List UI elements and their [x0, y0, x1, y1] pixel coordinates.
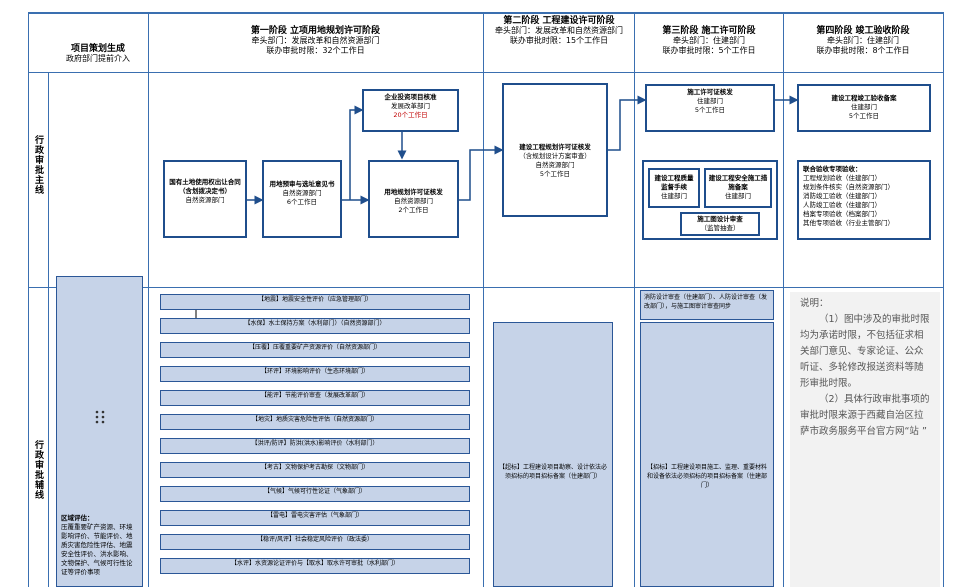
evaluation-bar[interactable]: 【气候】气候可行性论证（气象部门）	[160, 486, 470, 502]
land-planning-days: 2个工作日	[398, 206, 429, 214]
eng-planning-dept: 自然资源部门	[535, 161, 575, 169]
construction-permit-box[interactable]: 施工许可证核发 住建部门 5个工作日	[645, 84, 775, 132]
enterprise-approval-box[interactable]: 企业投资项目核准 发展改革部门 20个工作日	[362, 89, 459, 132]
planning-sub: 政府部门提前介入	[66, 54, 130, 63]
stage3-aux-top[interactable]: 消防设计审查（住建部门）、人防设计审查（发改部门），与施工图审计审查同步	[640, 290, 774, 320]
joint-item: 档案专项验收（档案部门）	[803, 210, 881, 218]
stage3-aux-top-text: 消防设计审查（住建部门）、人防设计审查（发改部门），与施工图审计审查同步	[644, 294, 768, 310]
site-opinion-days: 6个工作日	[286, 198, 318, 206]
region-evaluation-card[interactable]: 区域评估： 压覆重要矿产资源、环境影响评价、节能评价、地质灾害危险性评估、地震安…	[56, 276, 143, 587]
joint-item: 规划条件核实（自然资源部门）	[803, 183, 894, 191]
completion-record-dept: 住建部门	[851, 103, 877, 111]
row-label-aux: 行政审批辅线	[33, 440, 43, 500]
stage2-header: 第二阶段 工程建设许可阶段 牵头部门：发展改革和自然资源部门 联办审批时限：15…	[487, 16, 631, 46]
safety-record-dept: 住建部门	[725, 192, 751, 200]
stage1-lead: 牵头部门：发展改革和自然资源部门	[251, 36, 380, 45]
construction-permit-dept: 住建部门	[697, 97, 723, 105]
evaluation-bar[interactable]: 【考古】文物保护考古勘探（文物部门）	[160, 462, 470, 478]
evaluation-bar[interactable]: 【压覆】压覆重要矿产资源评价（自然资源部门）	[160, 342, 470, 358]
safety-record-title: 建设工程安全施工措施备案	[708, 174, 768, 191]
completion-record-days: 5个工作日	[848, 112, 880, 120]
stage4-header: 第四阶段 竣工验收阶段 牵头部门：住建部门 联办审批时限：8个工作日	[785, 26, 941, 56]
joint-acceptance-box[interactable]: 联合验收专项验收： 工程规划验收（住建部门） 规划条件核实（自然资源部门） 消防…	[797, 160, 931, 240]
completion-record-title: 建设工程竣工验收备案	[831, 94, 897, 102]
land-planning-box[interactable]: 用地规划许可证核发 自然资源部门 2个工作日	[368, 160, 459, 238]
stage2-aux-panel[interactable]: 【超标】工程建设项目勘察、设计依法必须招标的项目招标备案（住建部门）	[493, 322, 613, 587]
site-opinion-dept: 自然资源部门	[282, 189, 322, 197]
planning-title: 项目策划生成	[70, 44, 125, 54]
joint-item: 消防竣工验收（住建部门）	[803, 192, 881, 200]
joint-item: 工程规划验收（住建部门）	[803, 174, 881, 182]
evaluation-bar[interactable]: 【水评】水资源论证评价与【取水】取水许可审批（水利部门）	[160, 558, 470, 574]
site-opinion-title: 用地预审与选址意见书	[269, 180, 335, 188]
joint-item: 人防竣工验收（住建部门）	[803, 201, 881, 209]
grid-icon	[61, 409, 138, 428]
stage1-header: 第一阶段 立项用地规划许可阶段 牵头部门：发展改革和自然资源部门 联办审批时限：…	[148, 26, 483, 56]
stage2-title: 第二阶段 工程建设许可阶段	[503, 16, 615, 26]
quality-supervision-box[interactable]: 建设工程质量监督手续 住建部门	[648, 168, 700, 208]
stage3-sub-group	[642, 160, 778, 240]
land-planning-title: 用地规划许可证核发	[384, 188, 443, 196]
evaluation-bar[interactable]: 【稳评/风评】社会稳定风险评价（政法委）	[160, 534, 470, 550]
eng-planning-title: 建设工程规划许可证核发	[519, 143, 591, 151]
evaluation-bar[interactable]: 【能评】节能评价审查（发展改革部门）	[160, 390, 470, 406]
eng-planning-days: 5个工作日	[539, 170, 571, 178]
eng-planning-sub: （含规划设计方案审查）	[519, 152, 591, 160]
stage2-aux-text: 【超标】工程建设项目勘察、设计依法必须招标的项目招标备案（住建部门）	[498, 464, 607, 480]
stage3-time: 联办审批时限：5个工作日	[662, 46, 756, 55]
evaluation-bar[interactable]: 【地灾】地质灾害危险性评估（自然资源部门）	[160, 414, 470, 430]
stage1-title: 第一阶段 立项用地规划许可阶段	[250, 26, 381, 36]
drawing-review-title: 施工图设计审查	[697, 215, 743, 223]
stage2-lead: 牵头部门：发展改革和自然资源部门	[495, 26, 623, 35]
construction-permit-title: 施工许可证核发	[687, 88, 733, 96]
notes-p2: （2）具体行政审批事项的审批时限来源于西藏自治区拉萨市政务服务平台官方网“站 ”	[800, 394, 930, 437]
joint-item: 其他专项验收（行业主管部门）	[803, 219, 894, 227]
stage2-time: 联办审批时限：15个工作日	[509, 36, 609, 45]
land-contract-box[interactable]: 国有土地使用权出让合同（含划拨决定书） 自然资源部门	[163, 160, 247, 238]
region-body: 压覆重要矿产资源、环境影响评价、节能评价、地质灾害危险性评估、地震安全性评价、洪…	[61, 523, 133, 576]
stage1-time: 联办审批时限：32个工作日	[266, 46, 365, 55]
enterprise-approval-days: 20个工作日	[393, 111, 428, 119]
land-contract-title: 国有土地使用权出让合同（含划拨决定书）	[169, 178, 241, 195]
stage3-header: 第三阶段 施工许可阶段 牵头部门：住建部门 联办审批时限：5个工作日	[636, 26, 782, 56]
row-label-main: 行政审批主线	[33, 135, 43, 195]
quality-supervision-title: 建设工程质量监督手续	[654, 174, 694, 191]
stage3-title: 第三阶段 施工许可阶段	[662, 26, 756, 36]
evaluation-bar[interactable]: 【洪评/防评】防洪(洪水)影响评价（水利部门）	[160, 438, 470, 454]
notes-p1: （1）图中涉及的审批时限均为承诺时限，不包括征求相关部门意见、专家论证、公众听证…	[800, 314, 930, 389]
eng-planning-box[interactable]: 建设工程规划许可证核发 （含规划设计方案审查） 自然资源部门 5个工作日	[502, 83, 608, 217]
drawing-review-box[interactable]: 施工图设计审查 （监管抽查）	[680, 212, 760, 236]
enterprise-approval-title: 企业投资项目核准	[384, 93, 437, 101]
site-opinion-box[interactable]: 用地预审与选址意见书 自然资源部门 6个工作日	[262, 160, 342, 238]
enterprise-approval-dept: 发展改革部门	[391, 102, 430, 110]
drawing-review-dept: （监管抽查）	[700, 224, 740, 232]
evaluation-bar[interactable]: 【地震】地震安全性评价（应急管理部门）	[160, 294, 470, 310]
quality-supervision-dept: 住建部门	[661, 192, 687, 200]
evaluation-bar[interactable]: 【雷电】雷电灾害评估（气象部门）	[160, 510, 470, 526]
planning-header: 项目策划生成 政府部门提前介入	[48, 44, 148, 64]
construction-permit-days: 5个工作日	[694, 106, 726, 114]
region-title: 区域评估：	[61, 514, 94, 522]
stage3-lead: 牵头部门：住建部门	[673, 36, 745, 45]
joint-acceptance-title: 联合验收专项验收：	[803, 165, 862, 173]
stage3-aux-bottom-text: 【招标】工程建设项目施工、监理、重要材料和设备依法必须招标的项目招标备案（住建部…	[646, 464, 767, 489]
completion-record-box[interactable]: 建设工程竣工验收备案 住建部门 5个工作日	[797, 84, 931, 132]
notes-label: 说明：	[800, 298, 829, 309]
stage4-title: 第四阶段 竣工验收阶段	[816, 26, 910, 36]
land-contract-dept: 自然资源部门	[185, 196, 225, 204]
notes-panel: 说明： （1）图中涉及的审批时限均为承诺时限，不包括征求相关部门意见、专家论证、…	[790, 292, 940, 587]
evaluation-bar[interactable]: 【水保】水土保持方案（水利部门）（自然资源部门）	[160, 318, 470, 334]
safety-record-box[interactable]: 建设工程安全施工措施备案 住建部门	[704, 168, 772, 208]
evaluation-bar[interactable]: 【环评】环境影响评价（生态环境部门）	[160, 366, 470, 382]
stage4-time: 联办审批时限：8个工作日	[816, 46, 910, 55]
land-planning-dept: 自然资源部门	[394, 197, 433, 205]
stage3-aux-bottom[interactable]: 【招标】工程建设项目施工、监理、重要材料和设备依法必须招标的项目招标备案（住建部…	[640, 322, 774, 587]
stage4-lead: 牵头部门：住建部门	[827, 36, 899, 45]
